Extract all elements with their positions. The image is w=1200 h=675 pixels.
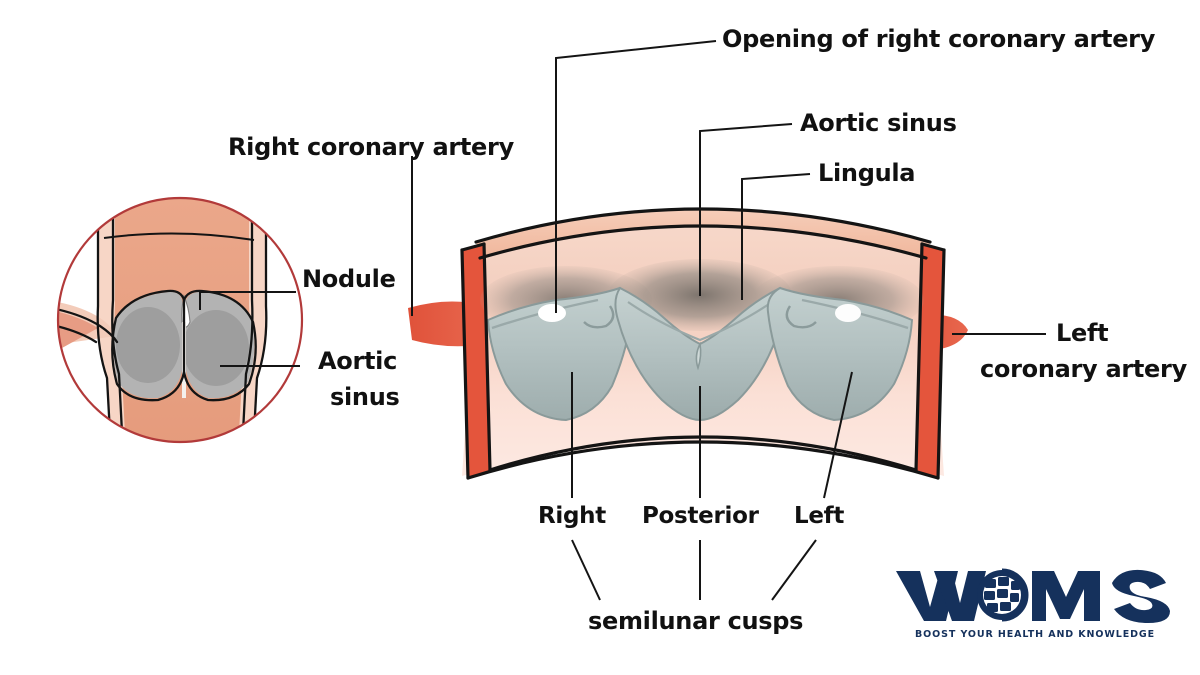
- label-cusp-posterior: Posterior: [642, 503, 759, 529]
- label-semilunar-cusps: semilunar cusps: [588, 607, 804, 635]
- leader-nodule: [199, 291, 296, 310]
- inset-magnified-valve: [56, 196, 304, 444]
- label-left-coronary-artery-line2: coronary artery: [980, 355, 1187, 383]
- aorta-main-illustration: [408, 207, 968, 480]
- leader-aortic-sinus-main: [699, 123, 793, 296]
- label-nodule: Nodule: [302, 265, 396, 293]
- left-coronary-ostium: [835, 304, 861, 322]
- label-cusp-right: Right: [538, 503, 606, 529]
- label-lingula: Lingula: [818, 159, 916, 187]
- label-aortic-sinus-inset-line1: Aortic: [318, 347, 398, 375]
- leader-lingula: [741, 173, 811, 300]
- label-cusp-left: Left: [794, 503, 845, 529]
- label-left-coronary-artery-line1: Left: [1056, 319, 1109, 347]
- label-aortic-sinus-inset-line2: sinus: [330, 383, 400, 411]
- inset-circle-border: [56, 196, 304, 444]
- label-right-coronary-artery: Right coronary artery: [228, 133, 514, 161]
- leader-lines: [199, 40, 1046, 601]
- leader-opening-right-coronary: [555, 40, 717, 313]
- label-aortic-sinus-main: Aortic sinus: [800, 109, 957, 137]
- lingula-nodule: [695, 341, 702, 371]
- logo-letter-m: [1032, 571, 1100, 621]
- cusp-left: [766, 286, 914, 422]
- right-coronary-ostium: [538, 304, 566, 322]
- cusp-right: [486, 286, 634, 422]
- woms-logo-mark: [896, 568, 1170, 623]
- globe-icon: [977, 568, 1029, 622]
- logo-tagline: BOOST YOUR HEALTH AND KNOWLEDGE: [915, 629, 1155, 640]
- leader-semilunar-left: [771, 539, 817, 601]
- logo-letter-w2: [934, 571, 986, 621]
- logo-letter-s: [1112, 569, 1170, 623]
- woms-logo: BOOST YOUR HEALTH AND KNOWLEDGE: [890, 565, 1180, 640]
- aorta-top-wall: [476, 209, 930, 258]
- label-opening-right-coronary-artery: Opening of right coronary artery: [722, 25, 1156, 53]
- leader-semilunar-right: [571, 539, 601, 601]
- leader-cusp-left: [823, 371, 853, 499]
